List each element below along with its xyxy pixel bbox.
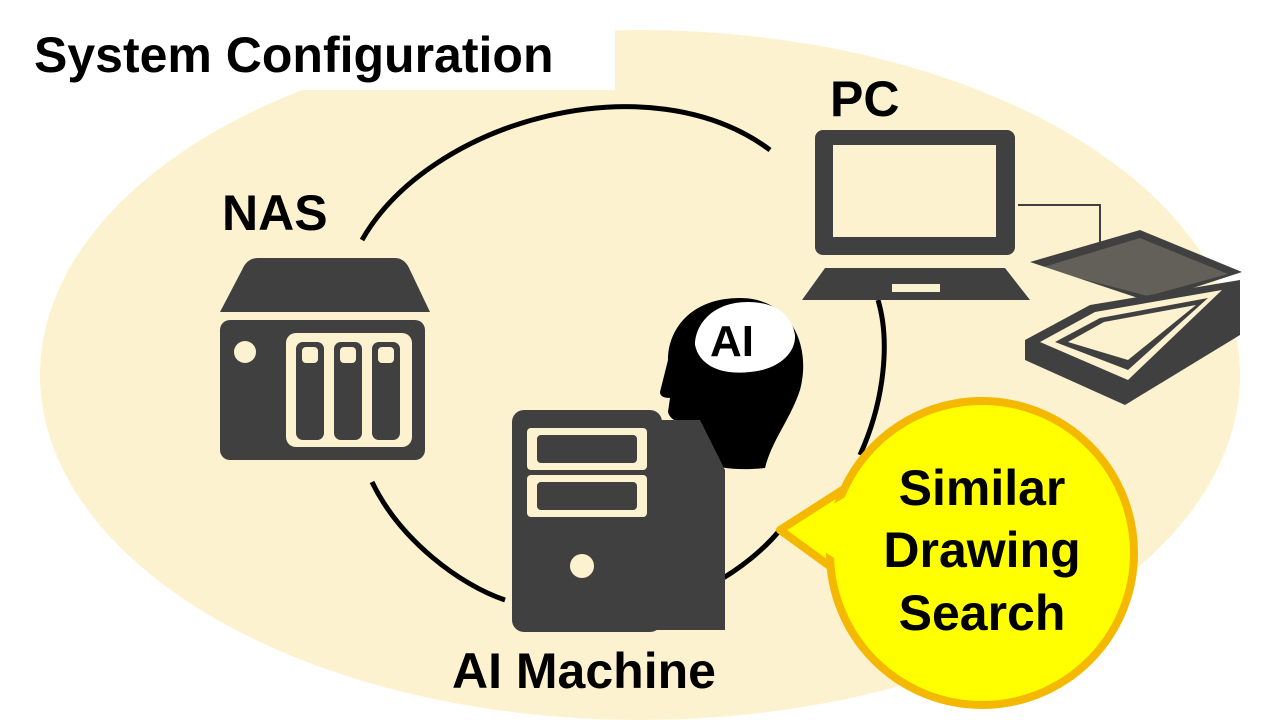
title-panel — [0, 0, 615, 90]
pc-laptop-icon — [802, 130, 1101, 300]
pc-label: PC — [830, 71, 899, 127]
connection-arc-ai-callout — [718, 528, 782, 583]
connection-arc-nas-pc — [359, 104, 772, 242]
connection-arc-pc-callout — [857, 299, 887, 457]
ai-machine-label: AI Machine — [452, 643, 716, 699]
callout-line-1: Similar — [899, 460, 1066, 516]
ai-machine-icon — [512, 410, 725, 632]
scanner-icon — [1025, 230, 1242, 405]
similar-drawing-search-callout: Similar Drawing Search — [776, 397, 1138, 709]
nas-icon — [220, 258, 430, 460]
callout-line-2: Drawing — [883, 522, 1080, 578]
connection-arc-nas-ai — [369, 480, 506, 603]
page-title: System Configuration — [34, 27, 553, 83]
nas-label: NAS — [222, 185, 328, 241]
callout-line-3: Search — [899, 585, 1066, 641]
ai-badge-label: AI — [710, 317, 754, 366]
